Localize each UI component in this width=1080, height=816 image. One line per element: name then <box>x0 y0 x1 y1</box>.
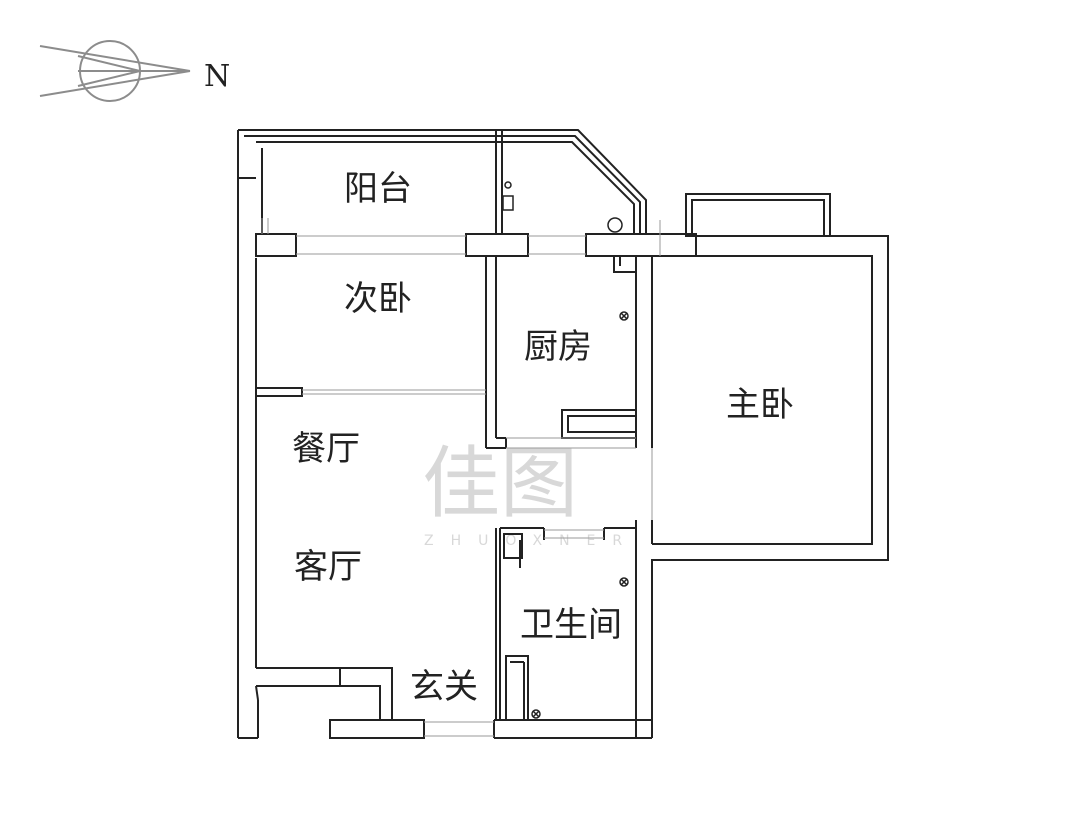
room-label-second-bedroom: 次卧 <box>344 279 412 319</box>
windows <box>261 218 661 737</box>
compass-north-label: N <box>204 59 230 94</box>
drain-icon-kitchen <box>619 311 629 321</box>
watermark-brand-romanized: ZHUOXNER <box>424 533 639 549</box>
drain-icon-bathroom-upper <box>619 577 629 587</box>
room-label-kitchen: 厨房 <box>524 327 592 367</box>
room-label-master-bedroom: 主卧 <box>726 385 794 425</box>
watermark-brand: 佳图 <box>422 439 578 529</box>
room-label-balcony: 阳台 <box>344 169 412 209</box>
fixtures <box>502 181 629 719</box>
compass-north-arrow-icon <box>39 40 191 102</box>
room-label-living-room: 客厅 <box>294 547 362 587</box>
room-label-entrance: 玄关 <box>410 667 478 707</box>
drain-icon-bathroom-lower <box>531 709 541 719</box>
walls <box>237 129 889 739</box>
room-label-dining-room: 餐厅 <box>292 429 360 469</box>
room-label-bathroom: 卫生间 <box>520 605 622 645</box>
